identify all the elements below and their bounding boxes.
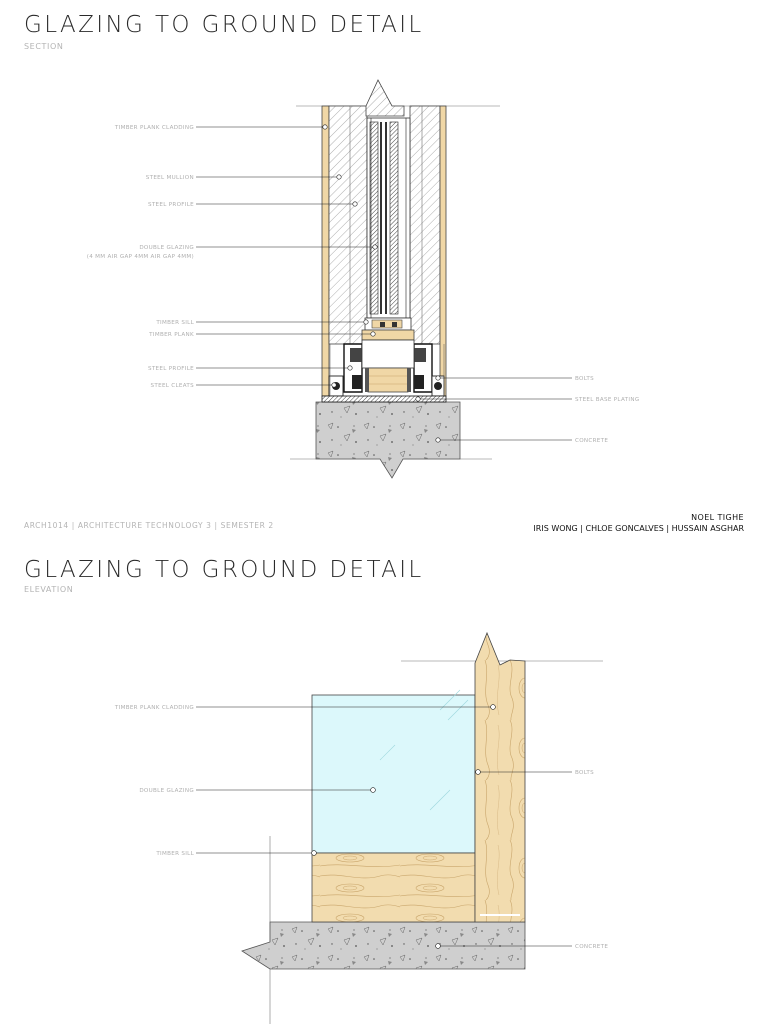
team-names: IRIS WONG | CHLOE GONCALVES | HUSSAIN AS… xyxy=(533,524,744,533)
elev-label-concrete: CONCRETE xyxy=(575,944,608,950)
elevation-timber-sill xyxy=(311,852,476,923)
tutor-name: NOEL TIGHE xyxy=(691,513,744,522)
label-steel-profile: STEEL PROFILE xyxy=(148,202,194,208)
label-steel-cleats: STEEL CLEATS xyxy=(151,383,195,389)
label-timber-plank: TIMBER PLANK xyxy=(148,332,194,338)
label-double-glazing: DOUBLE GLAZING xyxy=(139,245,194,251)
elev-label-timber-sill: TIMBER SILL xyxy=(155,851,194,857)
elevation-concrete-slab xyxy=(241,921,526,970)
section-drawing: TIMBER PLANK CLADDING STEEL MULLION STEE… xyxy=(87,79,639,479)
label-concrete: CONCRETE xyxy=(575,438,608,444)
elev-label-timber-plank-cladding: TIMBER PLANK CLADDING xyxy=(114,705,194,711)
section-title: GLAZING TO GROUND DETAIL xyxy=(24,12,424,38)
label-timber-plank-cladding: TIMBER PLANK CLADDING xyxy=(114,125,194,131)
elevation-subtitle: ELEVATION xyxy=(24,585,74,594)
course-info: ARCH1014 | ARCHITECTURE TECHNOLOGY 3 | S… xyxy=(24,521,274,530)
elevation-drawing: TIMBER PLANK CLADDING DOUBLE GLAZING TIM… xyxy=(114,631,608,1024)
label-steel-base-plating: STEEL BASE PLATING xyxy=(575,397,639,403)
label-steel-profile-2: STEEL PROFILE xyxy=(148,366,194,372)
elevation-title: GLAZING TO GROUND DETAIL xyxy=(24,557,424,583)
elev-label-bolts: BOLTS xyxy=(575,770,594,776)
label-double-glazing-note: (4 MM AIR GAP 4MM AIR GAP 4MM) xyxy=(87,254,194,260)
label-steel-mullion: STEEL MULLION xyxy=(146,175,194,181)
elev-label-double-glazing: DOUBLE GLAZING xyxy=(139,788,194,794)
label-bolts: BOLTS xyxy=(575,376,594,382)
section-subtitle: SECTION xyxy=(24,42,64,51)
elevation-timber-post xyxy=(474,631,526,923)
credits: NOEL TIGHE IRIS WONG | CHLOE GONCALVES |… xyxy=(533,512,744,534)
elevation-glazing-panel xyxy=(311,694,476,854)
concrete-footing xyxy=(315,401,461,479)
label-timber-sill: TIMBER SILL xyxy=(155,320,194,326)
